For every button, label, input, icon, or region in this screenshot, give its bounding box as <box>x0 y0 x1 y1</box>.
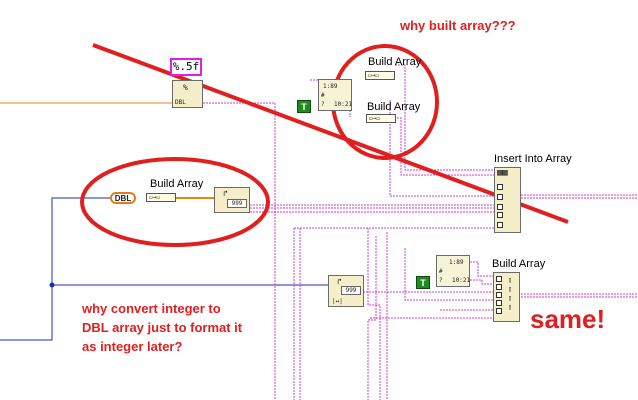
insert-into-array-node[interactable]: ▦▦ <box>494 167 521 233</box>
string-wire-12[interactable] <box>367 236 377 400</box>
number-to-string-icon: ↱ <box>337 277 342 286</box>
number-to-string-node[interactable]: ↱ 999 <box>214 187 250 213</box>
string-wire-7[interactable] <box>389 100 497 197</box>
build-port-5[interactable] <box>496 308 502 314</box>
number-to-string-node-2[interactable]: ↱ 999 |↔| <box>328 275 364 307</box>
insert-port-2[interactable] <box>497 194 503 200</box>
q-terminal: ? <box>439 277 443 284</box>
insert-into-array-icon: ▦▦ <box>497 168 508 178</box>
insert-port-3[interactable] <box>497 204 503 210</box>
build-array-label-1: Build Array <box>368 56 422 68</box>
timestamp-node-lower[interactable]: 1:89 # ? 10:21 <box>436 255 470 287</box>
annotation-same: same! <box>530 304 606 334</box>
string-wire-15[interactable] <box>404 248 493 301</box>
build-port-4[interactable] <box>496 300 502 306</box>
time-terminal: 10:21 <box>452 277 471 284</box>
num-999-tag: 999 <box>227 199 247 208</box>
build-array-node-2[interactable]: ▭→▭ <box>366 114 396 123</box>
annotation-why-built: why built array??? <box>400 18 516 33</box>
q-terminal: ? <box>321 101 325 108</box>
format-into-string-node[interactable]: % DBL <box>172 80 203 108</box>
annotation-why-convert-1: why convert integer to <box>82 301 221 316</box>
build-array-label-3: Build Array <box>150 178 204 190</box>
time-terminal: 10:21 <box>334 101 353 108</box>
build-port-3[interactable] <box>496 292 502 298</box>
build-array-label-4: Build Array <box>492 258 546 270</box>
annotation-why-convert-2: DBL array just to format it <box>82 320 243 335</box>
width-terminal: |↔| <box>332 298 343 305</box>
build-array-node-3[interactable]: ▭→▭ <box>146 193 176 202</box>
number-to-string-icon: ↱ <box>223 189 228 198</box>
hash-terminal: # <box>321 92 325 99</box>
boolean-constant-top[interactable]: T <box>297 100 311 113</box>
boolean-constant-lower[interactable]: T <box>416 276 430 289</box>
insert-into-array-label: Insert Into Array <box>494 153 572 165</box>
insert-port-4[interactable] <box>497 212 503 218</box>
build-array-icon: ▯▯▯▯ <box>508 276 513 311</box>
build-array-node-1[interactable]: ▭→▭ <box>365 71 395 80</box>
annotation-why-convert-3: as integer later? <box>82 339 183 354</box>
string-wire-17[interactable] <box>470 279 493 285</box>
num-999-tag-2: 999 <box>341 286 361 295</box>
build-port-2[interactable] <box>496 284 502 290</box>
build-array-icon: ▭→▭ <box>369 115 380 122</box>
string-wire-16[interactable] <box>470 261 493 277</box>
hash-terminal: # <box>439 268 443 275</box>
build-array-label-2: Build Array <box>367 101 421 113</box>
string-wire-1[interactable] <box>203 102 276 400</box>
string-wire-5[interactable] <box>395 64 497 171</box>
string-wire-11[interactable] <box>367 228 381 400</box>
build-array-node-4[interactable]: ▯▯▯▯ <box>493 272 520 322</box>
build-port-1[interactable] <box>496 276 502 282</box>
time-stamp-icon: 1:89 <box>449 259 464 266</box>
format-string-constant[interactable]: %.5f <box>170 58 202 76</box>
string-wire-6[interactable] <box>397 117 497 176</box>
circle-why-convert <box>80 157 270 247</box>
build-array-icon: ▭→▭ <box>149 194 160 201</box>
insert-port-5[interactable] <box>497 222 503 228</box>
insert-port-1[interactable] <box>497 184 503 190</box>
dbl-conversion-node[interactable]: DBL <box>110 192 136 204</box>
dbl-terminal: DBL <box>175 99 186 106</box>
timestamp-node-top[interactable]: 1:89 # ? 10:21 <box>318 79 352 111</box>
format-into-string-icon: % <box>183 83 188 92</box>
wire-junction <box>49 282 55 288</box>
build-array-icon: ▭→▭ <box>368 72 379 79</box>
time-stamp-icon: 1:89 <box>323 83 338 90</box>
